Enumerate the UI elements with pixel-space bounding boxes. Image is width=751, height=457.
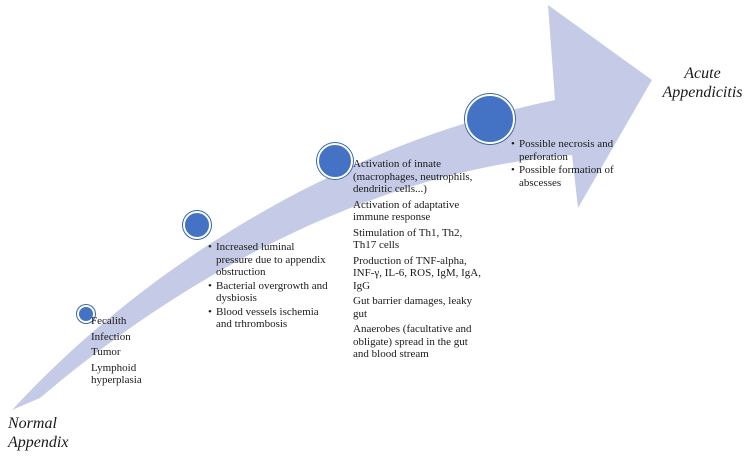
stage-3-item: Activation of adaptative immune response xyxy=(353,198,460,224)
stage-4-item: Possible necrosis and perforation xyxy=(511,138,641,163)
stage-3-item: Stimulation of Th1, Th2, Th17 cells xyxy=(353,226,463,252)
stage-2-effects: Increased luminal pressure due to append… xyxy=(208,241,328,332)
stage-2-marker xyxy=(183,211,211,239)
normal-appendix-label: Normal Appendix xyxy=(8,414,78,452)
acute-appendicitis-label: Acute Appendicitis xyxy=(655,64,750,102)
stage-3-immune-response: Activation of innate (macrophages, neutr… xyxy=(353,158,481,364)
stage-4-list: Possible necrosis and perforation Possib… xyxy=(511,138,641,189)
stage-3-marker xyxy=(317,143,353,179)
stage-1-marker xyxy=(77,305,95,323)
stage-1-item: Tumor xyxy=(91,346,121,358)
stage-1-causes: Fecalith Infection Tumor Lymphoid hyperp… xyxy=(91,315,181,390)
normal-appendix-text: Normal Appendix xyxy=(8,415,69,451)
acute-appendicitis-text: Acute Appendicitis xyxy=(662,65,743,101)
stage-4-item: Possible formation of abscesses xyxy=(511,164,641,189)
stage-1-item: Fecalith xyxy=(91,315,127,327)
stage-3-item: Anaerobes (facultative and obligate) spr… xyxy=(353,323,472,360)
stage-2-list: Increased luminal pressure due to append… xyxy=(208,241,328,331)
stage-2-item: Increased luminal pressure due to append… xyxy=(208,241,328,279)
stage-4-marker xyxy=(465,94,515,144)
progression-arrow-shape xyxy=(12,5,652,410)
stage-3-item: Production of TNF-alpha, INF-γ, IL-6, RO… xyxy=(353,254,481,292)
stage-2-item: Blood vessels ischemia and trhrombosis xyxy=(208,306,328,331)
stage-1-item: Lymphoid hyperplasia xyxy=(91,361,142,387)
stage-1-item: Infection xyxy=(91,330,131,343)
stage-3-item: Activation of innate (macrophages, neutr… xyxy=(353,158,473,195)
stage-3-item: Gut barrier damages, leaky gut xyxy=(353,295,473,320)
stage-4-outcomes: Possible necrosis and perforation Possib… xyxy=(511,138,641,190)
stage-2-item: Bacterial overgrowth and dysbiosis xyxy=(208,280,328,305)
